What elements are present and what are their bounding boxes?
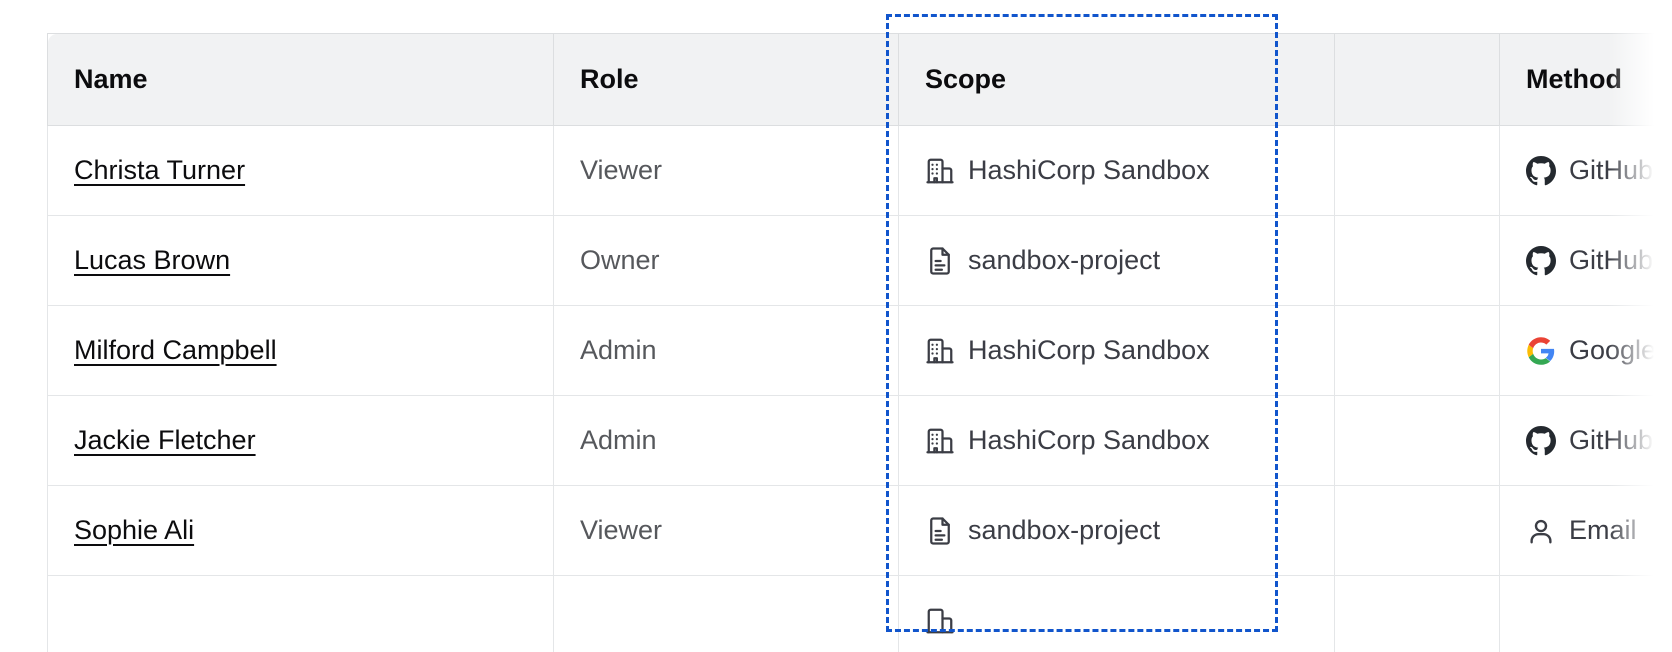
user-name-link[interactable]: Christa Turner (74, 155, 246, 185)
method-label: Google (1569, 335, 1657, 365)
cell-scope: HashiCorp Sandbox (898, 305, 1335, 396)
table-row (47, 575, 1672, 652)
github-icon (1526, 155, 1556, 185)
cell-name: Sophie Ali (47, 485, 554, 576)
scope-label: sandbox-project (968, 515, 1161, 545)
table-row: Christa Turner Viewer Hash (47, 125, 1672, 216)
org-building-icon (926, 428, 954, 453)
cell-method (1499, 575, 1672, 652)
scope-label: sandbox-project (968, 245, 1161, 275)
cell-name: Jackie Fletcher (47, 395, 554, 486)
project-document-icon (930, 246, 950, 275)
org-building-icon (926, 608, 954, 633)
user-name-link[interactable]: Sophie Ali (74, 515, 195, 545)
table-header-row: Name Role Scope Method (47, 33, 1672, 126)
scope-label: HashiCorp Sandbox (968, 425, 1210, 455)
cell-method: GitHub (1499, 215, 1672, 306)
cell-role: Owner (553, 215, 899, 306)
table-row: Lucas Brown Owner sandbox-project (47, 215, 1672, 306)
cell-scope: HashiCorp Sandbox (898, 125, 1335, 216)
cell-name: Milford Campbell (47, 305, 554, 396)
user-name-link[interactable]: Milford Campbell (74, 335, 277, 365)
cell-scope (898, 575, 1335, 652)
cell-scope: sandbox-project (898, 485, 1335, 576)
cell-blank (1334, 485, 1500, 576)
method-label: GitHub (1569, 425, 1654, 455)
user-person-icon (1530, 519, 1552, 543)
cell-blank (1334, 305, 1500, 396)
table-row: Milford Campbell Admin Has (47, 305, 1672, 396)
github-icon (1526, 425, 1556, 455)
table-header: Name Role Scope Method (47, 33, 1672, 126)
cell-method: GitHub (1499, 125, 1672, 216)
method-label: GitHub (1569, 245, 1654, 275)
table-row: Jackie Fletcher Admin Hash (47, 395, 1672, 486)
users-table: Name Role Scope Method Christa Turner Vi… (47, 33, 1672, 652)
cell-name (47, 575, 554, 652)
user-name-link[interactable]: Lucas Brown (74, 245, 231, 275)
cell-scope: HashiCorp Sandbox (898, 395, 1335, 486)
cell-role: Viewer (553, 125, 899, 216)
cell-blank (1334, 215, 1500, 306)
cell-role: Admin (553, 305, 899, 396)
google-icon (1527, 336, 1555, 365)
cell-role: Admin (553, 395, 899, 486)
scope-label: HashiCorp Sandbox (968, 155, 1210, 185)
cell-method: Email (1499, 485, 1672, 576)
method-label: GitHub (1569, 155, 1654, 185)
column-header-blank (1334, 33, 1500, 126)
cell-role (553, 575, 899, 652)
cell-name: Christa Turner (47, 125, 554, 216)
column-header-method[interactable]: Method (1499, 33, 1672, 126)
table-body: Christa Turner Viewer Hash (47, 125, 1672, 652)
cell-blank (1334, 125, 1500, 216)
method-label: Email (1569, 515, 1637, 545)
column-header-role[interactable]: Role (553, 33, 899, 126)
org-building-icon (926, 338, 954, 363)
cell-scope: sandbox-project (898, 215, 1335, 306)
cell-blank (1334, 395, 1500, 486)
column-header-name[interactable]: Name (47, 33, 554, 126)
cell-method: Google (1499, 305, 1672, 396)
cell-name: Lucas Brown (47, 215, 554, 306)
cell-method: GitHub (1499, 395, 1672, 486)
github-icon (1526, 245, 1556, 275)
cell-role: Viewer (553, 485, 899, 576)
user-name-link[interactable]: Jackie Fletcher (74, 425, 256, 455)
org-building-icon (926, 158, 954, 183)
cell-blank (1334, 575, 1500, 652)
column-header-scope[interactable]: Scope (898, 33, 1335, 126)
table-row: Sophie Ali Viewer sandbox-project (47, 485, 1672, 576)
table-scroll-viewport[interactable]: Name Role Scope Method Christa Turner Vi… (47, 33, 1672, 652)
project-document-icon (930, 516, 950, 545)
scope-label: HashiCorp Sandbox (968, 335, 1210, 365)
